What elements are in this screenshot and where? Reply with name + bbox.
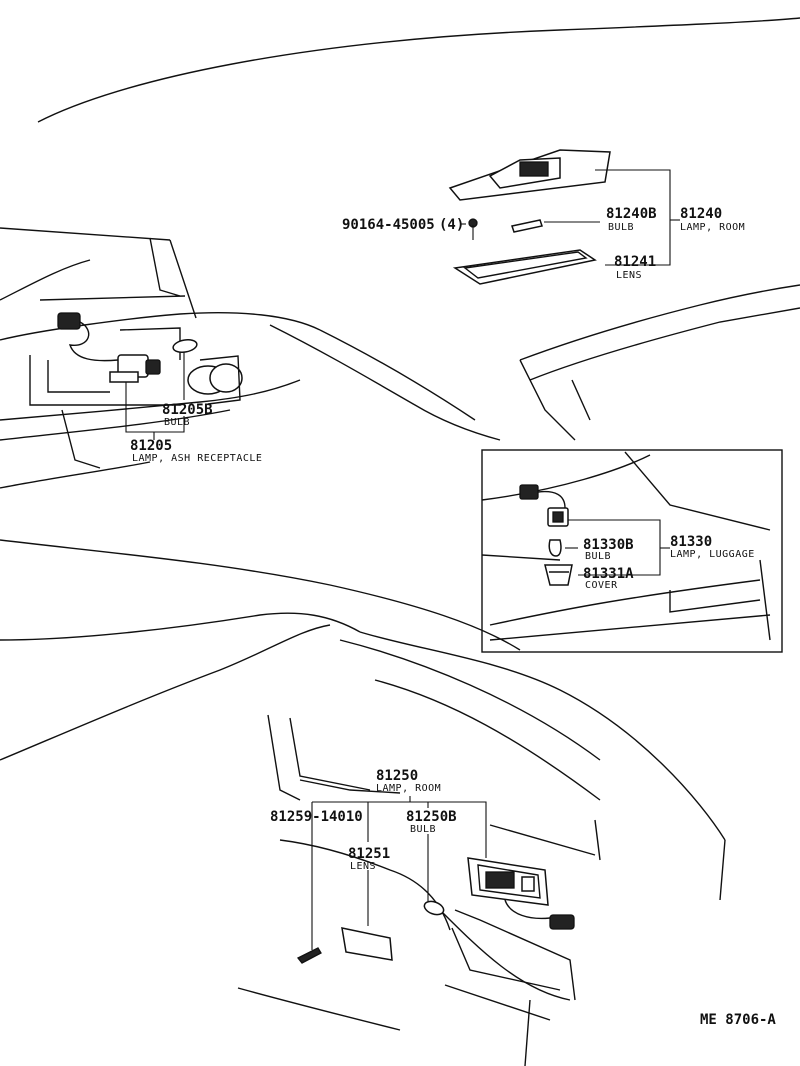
room-lamp-81240-assembly xyxy=(448,149,611,285)
lamp-81240-name: LAMP, ROOM xyxy=(680,222,745,233)
room-lamp-81240-leaders xyxy=(460,169,680,266)
luggage-lamp-inset xyxy=(481,449,783,653)
lamp-81205-name: LAMP, ASH RECEPTACLE xyxy=(132,453,262,464)
cover-81331A-number: 81331A xyxy=(583,566,634,582)
lens-81241-name: LENS xyxy=(616,270,642,281)
bulb-81250B-number: 81250B xyxy=(406,809,457,825)
lamp-81250-name: LAMP, ROOM xyxy=(376,783,441,794)
room-lamp-81250-assembly xyxy=(296,857,575,964)
lamp-81240-number: 81240 xyxy=(680,206,722,222)
bulb-81205B-number: 81205B xyxy=(162,402,213,418)
bulb-81205B-name: BULB xyxy=(164,417,190,428)
bulb-81330B-number: 81330B xyxy=(583,537,634,553)
lens-81251-name: LENS xyxy=(350,861,376,872)
lamp-81330-name: LAMP, LUGGAGE xyxy=(670,549,755,560)
bulb-81250B-name: BULB xyxy=(410,824,436,835)
bulb-81240B-name: BULB xyxy=(608,222,634,233)
vehicle-outline xyxy=(0,17,800,1066)
screw-81259-number: 81259-14010 xyxy=(270,809,363,825)
lamp-81205-number: 81205 xyxy=(130,438,172,454)
lamp-81250-number: 81250 xyxy=(376,768,418,784)
lens-81241-number: 81241 xyxy=(614,254,656,270)
lamp-81330-number: 81330 xyxy=(670,534,712,550)
screw-90164-number: 90164-45005 xyxy=(342,217,435,233)
cover-81331A-name: COVER xyxy=(585,580,618,591)
diagram-code: ME 8706-A xyxy=(700,1012,776,1028)
lens-81251-number: 81251 xyxy=(348,846,390,862)
ash-lamp-assembly xyxy=(57,312,243,405)
bulb-81240B-number: 81240B xyxy=(606,206,657,222)
ash-lamp-leaders xyxy=(125,352,185,440)
room-lamp-81250-leaders xyxy=(311,796,487,950)
bulb-81330B-name: BULB xyxy=(585,551,611,562)
screw-90164-qty: (4) xyxy=(439,217,464,233)
